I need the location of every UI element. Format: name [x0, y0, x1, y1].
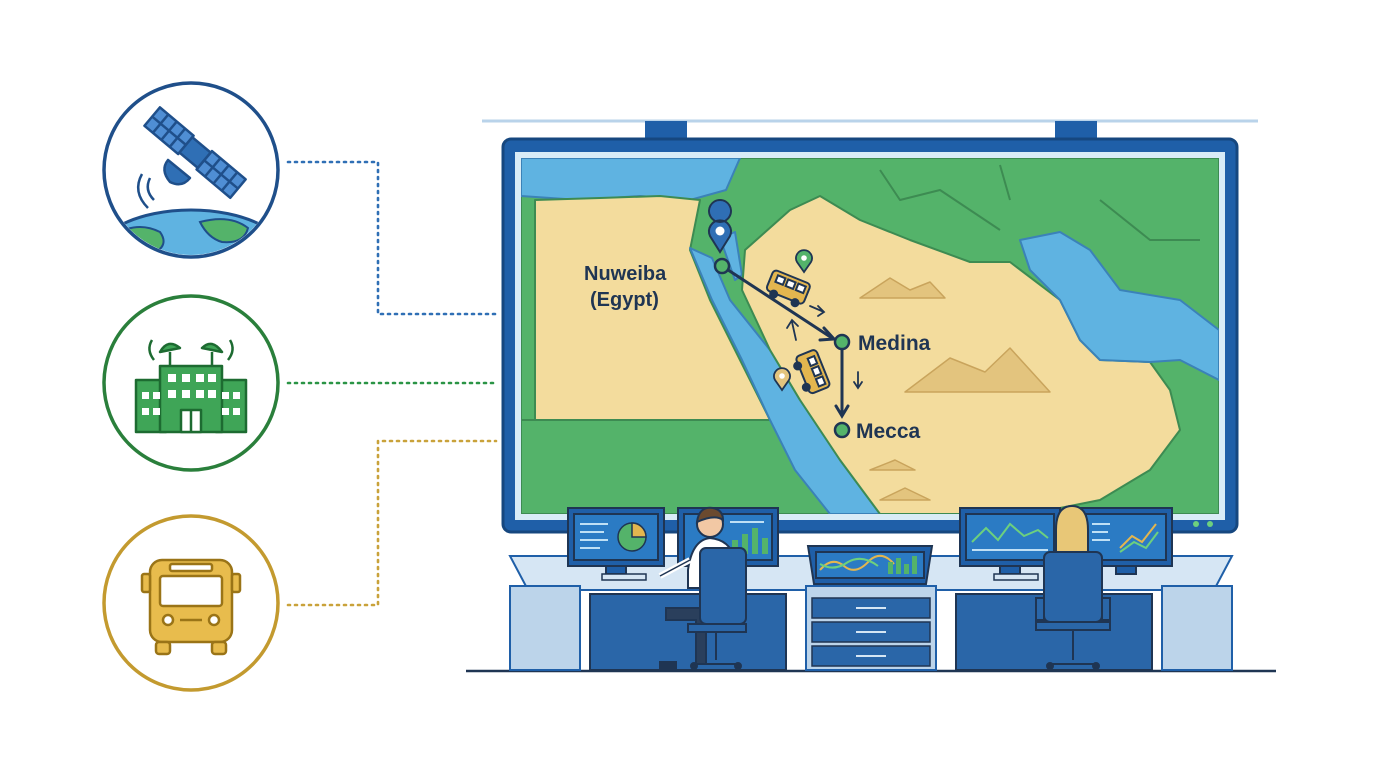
bus-icon [140, 558, 242, 656]
origin-label-line1: Nuweiba [584, 263, 667, 285]
monitor-right-1 [959, 507, 1061, 575]
bus-marker-1 [765, 269, 811, 308]
satellite-connector [286, 160, 498, 316]
mecca-label: Mecca [856, 420, 921, 443]
route [720, 264, 863, 419]
small-pin-icon-2 [773, 367, 791, 392]
vehicle-source [102, 514, 280, 692]
medina-dot [833, 333, 851, 351]
map-pin-icon [708, 199, 732, 254]
monitor-left-1 [567, 507, 665, 575]
origin-label-line2: (Egypt) [590, 289, 659, 311]
vehicle-connector [286, 439, 498, 607]
building-antenna-icon [134, 339, 248, 434]
small-pin-icon [795, 249, 813, 274]
nuweiba-dot [713, 257, 731, 275]
mecca-dot [833, 421, 851, 439]
medina-label: Medina [858, 332, 931, 355]
connector-lines [286, 160, 498, 607]
satellite-icon [136, 106, 247, 209]
center-console [806, 545, 934, 585]
satellite-source [102, 81, 280, 259]
bus-marker-2 [793, 349, 831, 395]
arabia-land [741, 195, 1181, 514]
network-source [102, 294, 280, 472]
persian-gulf [1019, 231, 1219, 381]
map-view: Nuweiba (Egypt) Medina Mecca [521, 158, 1219, 514]
operator-man [658, 506, 747, 670]
operator-woman [1035, 504, 1111, 670]
